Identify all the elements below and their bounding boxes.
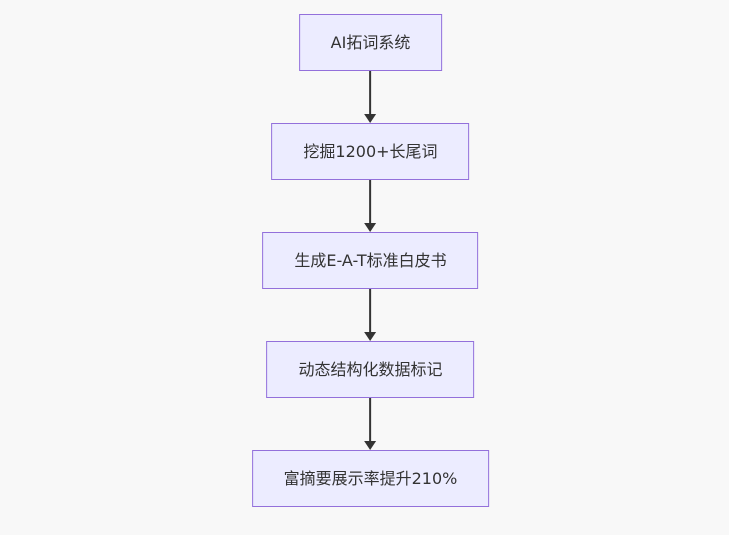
flow-node-5: 富摘要展示率提升210% (251, 450, 490, 507)
flow-node-4-label: 动态结构化数据标记 (298, 359, 443, 379)
flow-node-1: AI拓词系统 (298, 14, 443, 71)
arrow-down-icon-3 (364, 289, 378, 341)
arrow-down-icon-2 (364, 180, 378, 232)
flowchart: AI拓词系统 挖掘1200+长尾词 生成E-A-T标准白皮书 动态结构化数据标记… (251, 14, 490, 507)
flow-node-1-label: AI拓词系统 (330, 32, 411, 52)
arrow-down-icon-1 (364, 71, 378, 123)
flow-node-2: 挖掘1200+长尾词 (271, 123, 470, 180)
flow-node-3: 生成E-A-T标准白皮书 (262, 232, 479, 289)
flow-node-3-label: 生成E-A-T标准白皮书 (294, 250, 447, 270)
flow-node-4: 动态结构化数据标记 (266, 341, 475, 398)
flow-node-2-label: 挖掘1200+长尾词 (303, 141, 438, 161)
arrow-down-icon-4 (364, 398, 378, 450)
flow-node-5-label: 富摘要展示率提升210% (283, 468, 458, 488)
